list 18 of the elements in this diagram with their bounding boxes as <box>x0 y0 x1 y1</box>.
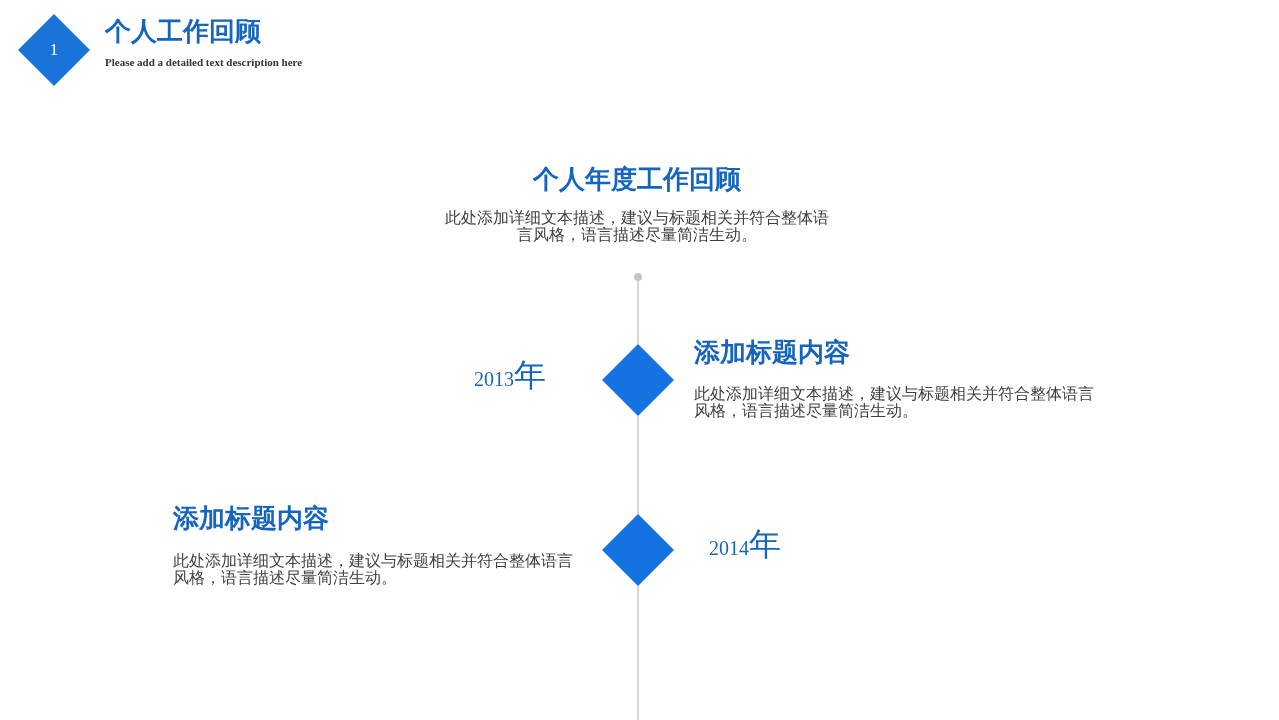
milestone-title: 添加标题内容 <box>694 337 850 367</box>
milestone-description: 此处添加详细文本描述，建议与标题相关并符合整体语言风格，语言描述尽量简洁生动。 <box>173 552 574 586</box>
milestone-diamond <box>602 344 674 416</box>
year-label: 2013年 <box>474 358 546 395</box>
milestone-description: 此处添加详细文本描述，建议与标题相关并符合整体语言风格，语言描述尽量简洁生动。 <box>694 385 1095 419</box>
year-label: 2014年 <box>709 527 781 564</box>
section-number: 1 <box>49 40 59 60</box>
timeline-dot <box>634 273 642 281</box>
timeline-line <box>637 415 639 515</box>
number-diamond <box>18 14 90 86</box>
milestone-title: 添加标题内容 <box>173 503 329 533</box>
section-heading: 个人年度工作回顾 <box>532 164 742 194</box>
subtitle-text: Please add a detailed text description here <box>105 56 303 69</box>
slide-title: 个人工作回顾 <box>105 16 261 46</box>
timeline-line <box>637 585 639 720</box>
timeline-line <box>637 280 639 345</box>
description-text: 此处添加详细文本描述，建议与标题相关并符合整体语言风格，语言描述尽量简洁生动。 <box>444 209 830 243</box>
milestone-diamond <box>602 514 674 586</box>
